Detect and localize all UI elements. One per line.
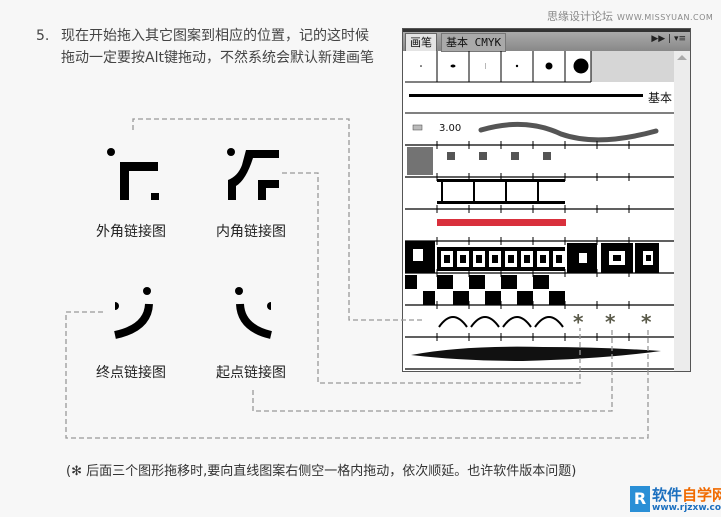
step-number: 5. (36, 28, 50, 44)
checker-cell (469, 275, 485, 289)
tab-brushes[interactable]: 画笔 (405, 33, 437, 51)
greek-key-pattern (405, 241, 659, 273)
tile-label-outer-corner: 外角链接图 (96, 224, 166, 240)
asterisk-markers: * * * (573, 310, 652, 334)
checker-cell (517, 291, 533, 305)
asterisk-2-icon: * (605, 310, 616, 334)
start-tile-icon (236, 303, 273, 339)
panel-menu-icon[interactable]: ▾≡ (673, 34, 686, 44)
checker-cell (549, 291, 565, 305)
end-tile-icon (114, 303, 153, 339)
panel-tab-bar: 画笔 基本 CMYK ▶▶ | ▾≡ (403, 29, 690, 52)
checker-cell (437, 275, 453, 289)
scroll-up-icon[interactable] (677, 55, 687, 60)
tile-label-start: 起点链接图 (216, 365, 286, 381)
brushes-panel: 画笔 基本 CMYK ▶▶ | ▾≡ (402, 28, 691, 372)
basic-stroke (409, 94, 643, 97)
inner-corner-tile-icon (227, 148, 279, 200)
step-text: 现在开始拖入其它图案到相应的位置，记的这时候拖动一定要按Alt键拖动，不然系统会… (61, 28, 374, 66)
tab-basic-cmyk[interactable]: 基本 CMYK (441, 33, 507, 52)
brush-size-label: 3.00 (439, 123, 462, 134)
checker-cell (533, 275, 549, 289)
rjzxw-logo: R 软件自学网 www.rjzxw.com (630, 484, 721, 516)
ornament-tile (407, 147, 433, 175)
outer-corner-tile-icon (107, 148, 159, 200)
charcoal-stroke (411, 346, 661, 361)
wave-pattern (438, 316, 564, 328)
brush-swatches (420, 58, 589, 74)
red-pattern (437, 219, 566, 226)
end-tile-dot-icon (143, 287, 151, 295)
tile-label-inner-corner: 内角链接图 (216, 224, 286, 240)
checker-cell (485, 291, 501, 305)
expand-arrows-icon[interactable]: ▶▶ (651, 34, 666, 44)
checker-pattern (405, 275, 565, 305)
panel-scrollbar[interactable] (674, 51, 690, 371)
brush-list[interactable]: * * * (403, 29, 690, 371)
calligraphic-stroke (478, 121, 659, 143)
film-strip-pattern (437, 179, 565, 204)
footnote: (✻ 后面三个图形拖移时,要向直线图案右侧空一格内拖动，依次顺延。也许软件版本问… (66, 464, 577, 479)
checker-cell (501, 275, 517, 289)
basic-stroke-label: 基本 (648, 91, 673, 105)
asterisk-1-icon: * (573, 310, 584, 334)
asterisk-3-icon: * (641, 310, 652, 334)
tile-label-end: 终点链接图 (96, 365, 166, 381)
panel-menu-controls[interactable]: ▶▶ | ▾≡ (651, 34, 686, 44)
checker-cell (453, 291, 469, 305)
